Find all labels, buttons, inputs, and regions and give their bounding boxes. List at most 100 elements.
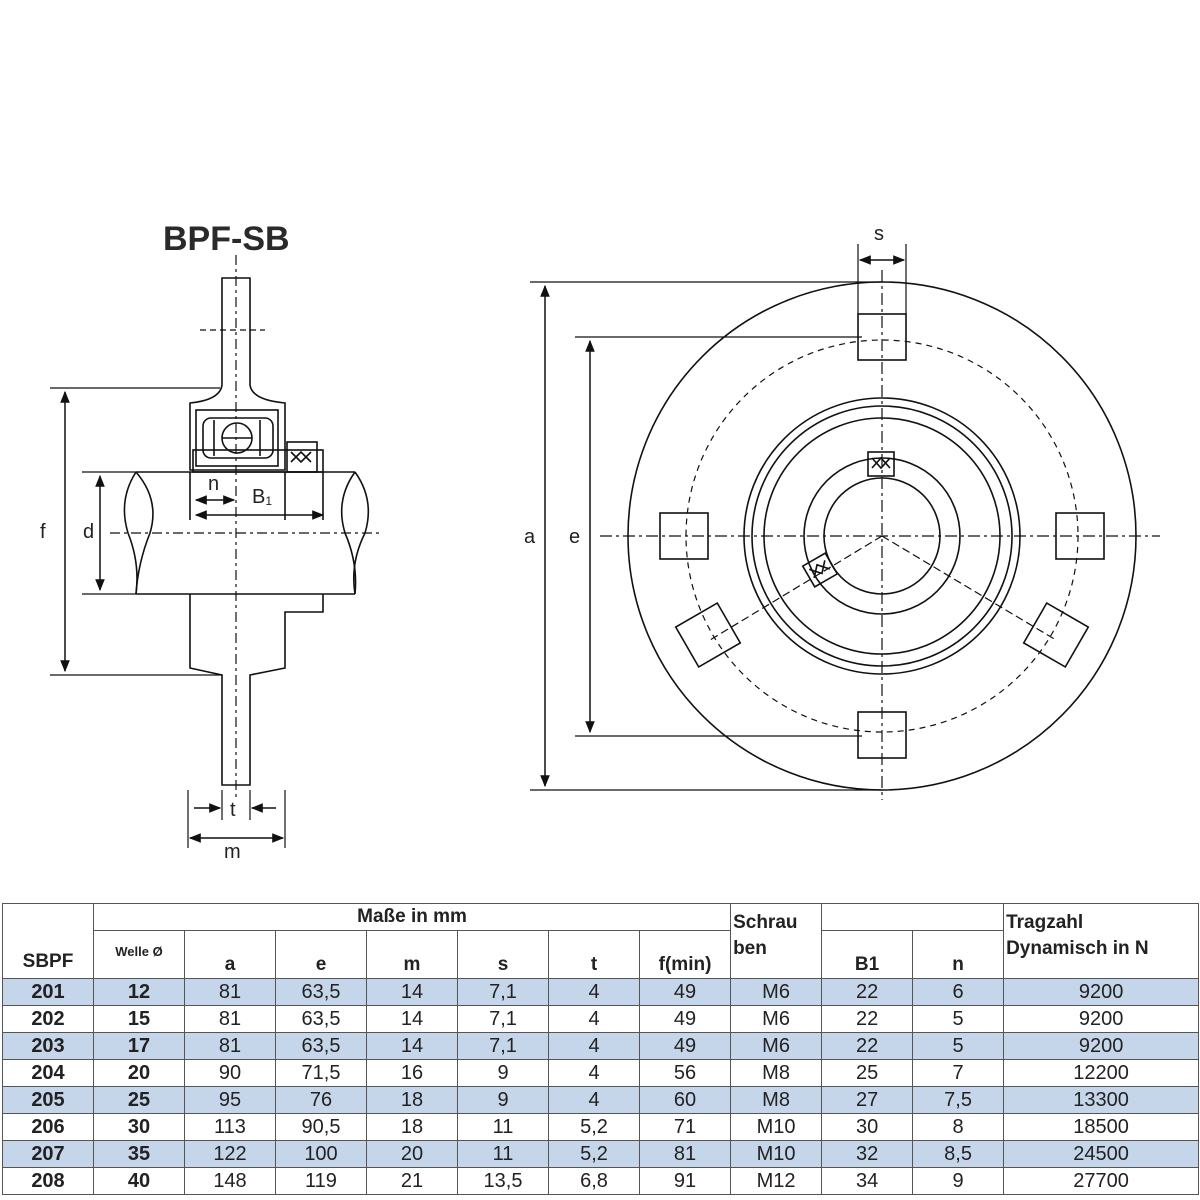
cell-e: 76 [275, 1086, 367, 1114]
cell-s: 13,5 [457, 1167, 549, 1195]
cell-tragzahl: 9200 [1003, 1032, 1200, 1060]
cell-welle: 25 [93, 1086, 185, 1114]
label-e: e [569, 526, 580, 548]
cell-t: 6,8 [548, 1167, 640, 1195]
cell-sbpf: 206 [2, 1113, 94, 1141]
label-f: f [40, 521, 46, 543]
cell-sbpf: 203 [2, 1032, 94, 1060]
cell-n: 8 [912, 1113, 1005, 1141]
cell-b1: 32 [821, 1140, 914, 1168]
label-t: t [230, 799, 236, 821]
label-a: a [524, 526, 536, 548]
cell-schrauben: M6 [730, 978, 823, 1006]
cell-schrauben: M10 [730, 1140, 823, 1168]
cell-t: 4 [548, 1086, 640, 1114]
cell-welle: 17 [93, 1032, 185, 1060]
cell-s: 7,1 [457, 1005, 549, 1033]
cell-m: 14 [366, 1032, 458, 1060]
cell-schrauben: M6 [730, 1005, 823, 1033]
cell-s: 9 [457, 1059, 549, 1087]
cell-welle: 15 [93, 1005, 185, 1033]
cell-m: 20 [366, 1140, 458, 1168]
cell-sbpf: 201 [2, 978, 94, 1006]
cell-b1: 30 [821, 1113, 914, 1141]
cell-t: 4 [548, 1032, 640, 1060]
cell-fmin: 71 [638, 1113, 732, 1141]
cell-b1: 27 [821, 1086, 914, 1114]
cell-m: 16 [366, 1059, 458, 1087]
cell-n: 7 [912, 1059, 1005, 1087]
cell-n: 6 [912, 978, 1005, 1006]
label-b1: B1 [252, 486, 272, 508]
cell-m: 14 [366, 978, 458, 1006]
cell-b1: 22 [821, 1032, 914, 1060]
front-view [530, 244, 1160, 800]
cell-schrauben: M12 [730, 1167, 823, 1195]
cell-n: 7,5 [912, 1086, 1005, 1114]
cell-welle: 40 [93, 1167, 185, 1195]
label-s: s [874, 223, 884, 245]
cell-fmin: 49 [638, 1005, 732, 1033]
drawing-title: BPF-SB [163, 220, 290, 258]
cell-b1: 25 [821, 1059, 914, 1087]
cell-b1: 34 [821, 1167, 914, 1195]
header-sbpf: SBPF [2, 903, 94, 979]
header-t: t [548, 930, 640, 979]
cell-s: 11 [457, 1140, 549, 1168]
cell-s: 9 [457, 1086, 549, 1114]
cell-e: 63,5 [275, 1005, 367, 1033]
cell-fmin: 81 [638, 1140, 732, 1168]
cell-welle: 35 [93, 1140, 185, 1168]
header-s: s [457, 930, 549, 979]
cell-a: 81 [184, 1005, 276, 1033]
cell-fmin: 49 [638, 978, 732, 1006]
header-a: a [184, 930, 276, 979]
cell-e: 100 [275, 1140, 367, 1168]
label-n: n [208, 473, 219, 495]
header-b1: B1 [821, 930, 914, 979]
header-masse: Maße in mm [92, 903, 732, 931]
cell-s: 11 [457, 1113, 549, 1141]
header-e: e [275, 930, 367, 979]
cell-e: 119 [275, 1167, 367, 1195]
header-b1-n-group [821, 903, 1005, 931]
cell-tragzahl: 27700 [1003, 1167, 1200, 1195]
cell-tragzahl: 18500 [1003, 1113, 1200, 1141]
cell-sbpf: 204 [2, 1059, 94, 1087]
cell-tragzahl: 12200 [1003, 1059, 1200, 1087]
cell-n: 9 [912, 1167, 1005, 1195]
cell-t: 4 [548, 1059, 640, 1087]
cell-b1: 22 [821, 978, 914, 1006]
cell-t: 5,2 [548, 1113, 640, 1141]
cell-m: 21 [366, 1167, 458, 1195]
cell-n: 5 [912, 1005, 1005, 1033]
cell-t: 4 [548, 978, 640, 1006]
cell-tragzahl: 9200 [1003, 978, 1200, 1006]
cell-fmin: 49 [638, 1032, 732, 1060]
side-view: BPF-SB [50, 220, 380, 848]
cell-sbpf: 202 [2, 1005, 94, 1033]
cell-m: 18 [366, 1086, 458, 1114]
cell-sbpf: 205 [2, 1086, 94, 1114]
cell-sbpf: 207 [2, 1140, 94, 1168]
cell-a: 113 [184, 1113, 276, 1141]
cell-a: 122 [184, 1140, 276, 1168]
cell-schrauben: M6 [730, 1032, 823, 1060]
cell-sbpf: 208 [2, 1167, 94, 1195]
cell-n: 8,5 [912, 1140, 1005, 1168]
header-m: m [366, 930, 458, 979]
cell-n: 5 [912, 1032, 1005, 1060]
cell-tragzahl: 13300 [1003, 1086, 1200, 1114]
header-n: n [912, 930, 1005, 979]
cell-b1: 22 [821, 1005, 914, 1033]
cell-s: 7,1 [457, 978, 549, 1006]
